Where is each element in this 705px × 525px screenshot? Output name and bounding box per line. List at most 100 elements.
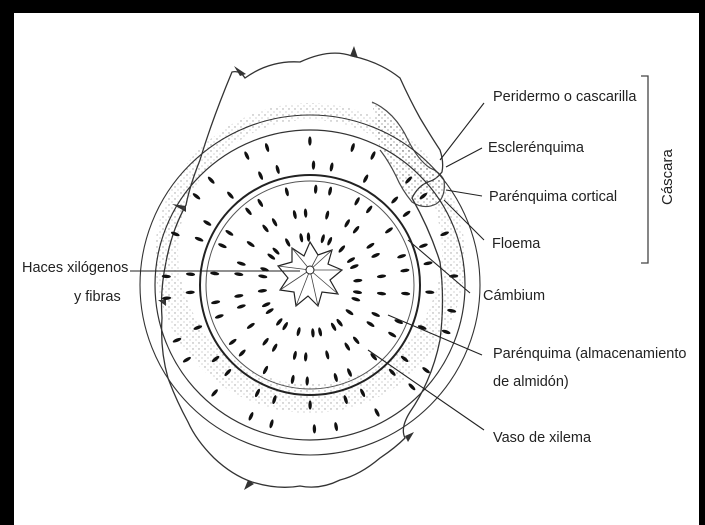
- xylem-vessel-mark: [387, 331, 397, 339]
- xylem-vessel-mark: [236, 304, 246, 310]
- xylem-vessel-mark: [236, 261, 246, 267]
- xylem-vessel-mark: [343, 342, 351, 352]
- xylem-vessel-mark: [244, 207, 253, 216]
- xylem-vessel-mark: [324, 210, 329, 220]
- xylem-vessel-mark: [238, 349, 247, 358]
- xylem-vessel-mark: [335, 318, 343, 327]
- xylem-vessel-mark: [369, 151, 376, 161]
- xylem-vessel-mark: [296, 327, 301, 337]
- label-parenchyma-line2: de almidón): [493, 374, 569, 390]
- xylem-vessel-mark: [329, 162, 334, 172]
- xylem-vessel-mark: [425, 290, 434, 294]
- xylem-vessel-mark: [377, 274, 387, 278]
- xylem-vessel-mark: [311, 328, 315, 337]
- xylem-vessel-mark: [330, 322, 337, 332]
- xylem-vessel-mark: [207, 176, 216, 185]
- xylem-vessel-mark: [350, 143, 356, 153]
- label-peridermis: Peridermo o cascarilla: [493, 89, 637, 105]
- label-xylem-vessel: Vaso de xilema: [493, 430, 592, 446]
- xylem-vessel-mark: [228, 338, 237, 346]
- xylem-vessel-mark: [210, 388, 219, 397]
- xylem-vessel-mark: [218, 242, 228, 249]
- xylem-vessel-mark: [261, 337, 269, 346]
- xylem-vessel-mark: [261, 224, 269, 233]
- xylem-vessel-mark: [308, 136, 311, 145]
- xylem-vessel-mark: [307, 232, 311, 241]
- xylem-vessel-mark: [194, 236, 204, 243]
- xylem-vessel-mark: [421, 366, 430, 374]
- xylem-vessel-mark: [260, 266, 270, 272]
- xylem-vessel-mark: [225, 229, 235, 237]
- xylem-vessel-mark: [390, 196, 399, 205]
- xylem-vessel-mark: [226, 191, 235, 200]
- xylem-vessel-mark: [352, 225, 361, 234]
- xylem-vessel-mark: [292, 351, 297, 361]
- xylem-vessel-mark: [418, 243, 428, 249]
- xylem-vessel-mark: [384, 226, 393, 234]
- xylem-vessel-mark: [362, 174, 369, 184]
- xylem-vessel-mark: [272, 247, 281, 256]
- xylem-vessel-mark: [334, 422, 339, 432]
- xylem-vessel-mark: [246, 240, 256, 248]
- xylem-vessel-mark: [320, 234, 326, 244]
- xylem-vessel-mark: [343, 218, 351, 228]
- xylem-vessel-mark: [397, 253, 407, 259]
- label-xylem-bundles-line1: Haces xilógenos: [22, 260, 128, 276]
- xylem-vessel-mark: [261, 301, 271, 308]
- xylem-vessel-mark: [246, 322, 255, 330]
- xylem-vessel-mark: [317, 327, 322, 337]
- xylem-vessel-mark: [275, 317, 284, 326]
- central-xylem-bundles: [278, 242, 342, 306]
- xylem-vessel-mark: [262, 365, 269, 375]
- xylem-vessel-mark: [214, 313, 224, 319]
- xylem-vessel-mark: [353, 196, 360, 206]
- xylem-vessel-mark: [423, 261, 433, 266]
- label-phloem: Floema: [492, 236, 541, 252]
- xylem-vessel-mark: [371, 252, 381, 259]
- label-cortical-parenchyma: Parénquima cortical: [489, 189, 617, 205]
- xylem-vessel-mark: [304, 352, 308, 361]
- xylem-vessel-mark: [256, 198, 264, 208]
- xylem-vessel-mark: [186, 272, 195, 276]
- label-sclerenchyma: Esclerénquima: [488, 140, 585, 156]
- xylem-vessel-mark: [267, 253, 276, 261]
- xylem-vessel-mark: [234, 294, 244, 299]
- xylem-vessel-mark: [299, 233, 304, 243]
- xylem-vessel-mark: [265, 307, 275, 315]
- xylem-vessel-mark: [327, 186, 332, 196]
- xylem-vessel-mark: [284, 187, 290, 197]
- xylem-vessel-mark: [243, 151, 250, 161]
- xylem-vessel-mark: [377, 291, 387, 295]
- xylem-vessel-mark: [304, 208, 308, 217]
- xylem-vessel-mark: [210, 271, 220, 275]
- xylem-vessel-mark: [337, 244, 346, 253]
- xylem-vessel-mark: [182, 356, 192, 364]
- xylem-vessel-mark: [407, 382, 416, 391]
- xylem-vessel-mark: [284, 238, 291, 248]
- xylem-vessel-mark: [264, 143, 270, 153]
- xylem-vessel-mark: [292, 210, 297, 220]
- xylem-vessel-mark: [275, 165, 281, 175]
- xylem-vessel-mark: [401, 291, 410, 295]
- xylem-vessel-mark: [353, 278, 362, 282]
- xylem-vessel-mark: [352, 336, 361, 345]
- xylem-vessel-mark: [346, 256, 356, 264]
- xylem-vessel-mark: [312, 160, 316, 169]
- xylem-vessel-mark: [366, 320, 376, 328]
- xylem-vessel-mark: [202, 219, 212, 227]
- xylem-vessel-mark: [271, 217, 278, 227]
- xylem-vessel-mark: [366, 242, 376, 250]
- xylem-vessel-mark: [186, 290, 195, 294]
- xylem-vessel-mark: [314, 185, 318, 194]
- xylem-vessel-mark: [400, 268, 410, 273]
- xylem-vessel-mark: [258, 274, 268, 279]
- xylem-vessel-mark: [346, 368, 353, 378]
- label-cascara: Cáscara: [659, 148, 676, 205]
- xylem-vessel-mark: [269, 419, 275, 429]
- label-xylem-bundles-line2: y fibras: [74, 289, 121, 305]
- xylem-vessel-mark: [257, 171, 264, 181]
- xylem-vessel-mark: [234, 272, 244, 277]
- xylem-vessel-mark: [281, 321, 289, 331]
- xylem-vessel-mark: [211, 300, 221, 305]
